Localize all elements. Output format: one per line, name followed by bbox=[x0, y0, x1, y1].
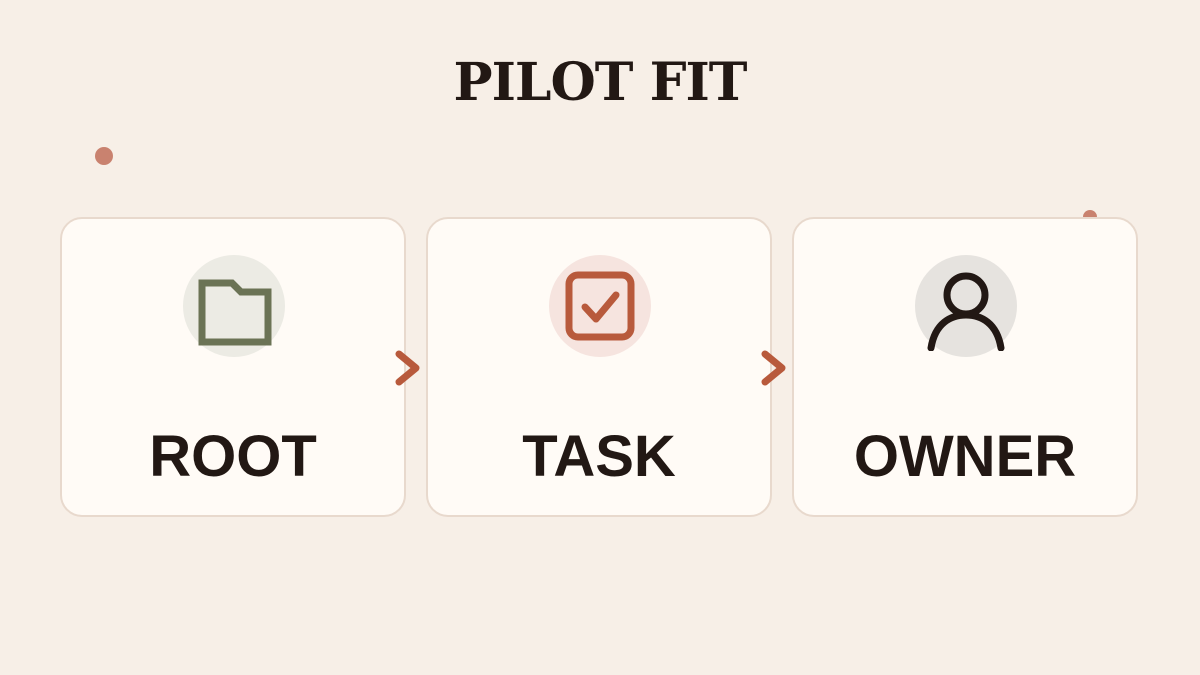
card-label: ROOT bbox=[149, 424, 317, 489]
checkbox-icon-badge bbox=[549, 255, 651, 357]
user-icon bbox=[927, 272, 1005, 351]
decorative-dot bbox=[95, 147, 113, 165]
card-task: TASK bbox=[426, 217, 772, 517]
checkbox-icon bbox=[565, 271, 635, 341]
user-icon-badge bbox=[915, 255, 1017, 357]
chevron-right-icon bbox=[761, 350, 786, 386]
folder-icon-badge bbox=[183, 255, 285, 357]
page-title: PILOT FIT bbox=[453, 52, 747, 113]
card-label: TASK bbox=[522, 424, 676, 489]
card-label: OWNER bbox=[853, 424, 1077, 489]
chevron-right-icon bbox=[395, 350, 420, 386]
card-owner: OWNER bbox=[792, 217, 1138, 517]
card-root: ROOT bbox=[60, 217, 406, 517]
folder-icon bbox=[198, 279, 272, 346]
